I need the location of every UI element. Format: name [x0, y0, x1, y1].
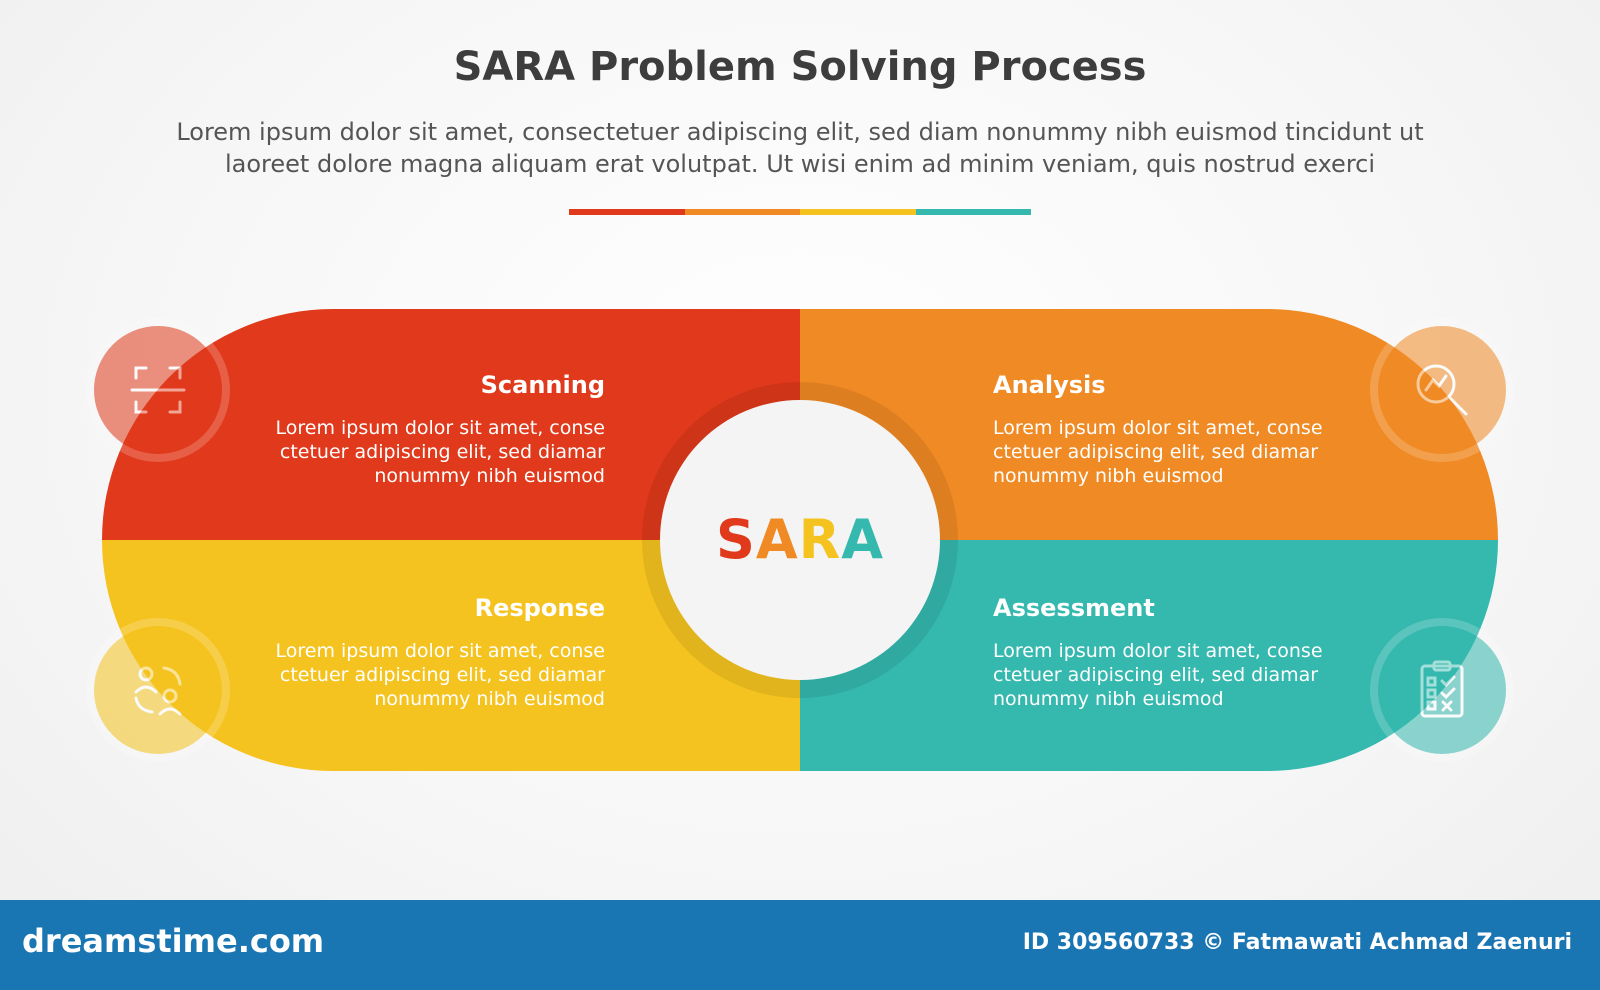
quadrant-analysis-title: Analysis	[993, 371, 1106, 399]
divider-segment-yellow	[800, 209, 916, 215]
sara-letter-s: S	[715, 508, 756, 571]
response-line-1: Lorem ipsum dolor sit amet, conse	[275, 640, 605, 662]
divider-segment-orange	[684, 209, 800, 215]
analysis-line-3: nonummy nibh euismod	[993, 465, 1224, 487]
page-title: SARA Problem Solving Process	[453, 44, 1147, 90]
quadrant-response-title: Response	[474, 594, 605, 622]
quadrant-scanning-title: Scanning	[480, 371, 605, 399]
sara-letter-r: R	[798, 508, 842, 571]
divider-segment-red	[569, 209, 685, 215]
assessment-line-3: nonummy nibh euismod	[993, 688, 1224, 710]
analysis-line-1: Lorem ipsum dolor sit amet, conse	[993, 417, 1323, 439]
response-line-2: ctetuer adipiscing elit, sed diamar	[279, 664, 605, 686]
scanning-line-3: nonummy nibh euismod	[374, 465, 605, 487]
scan-frame-icon	[94, 326, 222, 454]
page-subtitle: Lorem ipsum dolor sit amet, consectetuer…	[120, 116, 1480, 180]
quadrant-analysis-text: Lorem ipsum dolor sit amet, conse ctetue…	[993, 416, 1353, 488]
footer-brand: dreamstime.com	[22, 922, 325, 960]
center-circle	[660, 400, 940, 680]
response-line-3: nonummy nibh euismod	[374, 688, 605, 710]
subtitle-line-2: laoreet dolore magna aliquam erat volutp…	[224, 150, 1376, 178]
scanning-line-2: ctetuer adipiscing elit, sed diamar	[279, 441, 605, 463]
quadrant-response-text: Lorem ipsum dolor sit amet, conse ctetue…	[245, 639, 605, 711]
footer-credit: ID 309560733 © Fatmawati Achmad Zaenuri	[1022, 930, 1572, 955]
scanning-line-1: Lorem ipsum dolor sit amet, conse	[275, 417, 605, 439]
clipboard-checklist-icon	[1378, 626, 1506, 754]
assessment-line-2: ctetuer adipiscing elit, sed diamar	[993, 664, 1319, 686]
sara-diagram	[102, 309, 1498, 771]
analysis-line-2: ctetuer adipiscing elit, sed diamar	[993, 441, 1319, 463]
title-divider	[569, 209, 1031, 215]
quadrant-scanning-text: Lorem ipsum dolor sit amet, conse ctetue…	[245, 416, 605, 488]
people-exchange-icon	[94, 626, 222, 754]
quadrant-assessment-title: Assessment	[993, 594, 1155, 622]
sara-letter-a1: A	[755, 508, 799, 571]
magnifier-graph-icon	[1378, 326, 1506, 454]
subtitle-line-1: Lorem ipsum dolor sit amet, consectetuer…	[176, 118, 1424, 146]
assessment-line-1: Lorem ipsum dolor sit amet, conse	[993, 640, 1323, 662]
sara-letter-a2: A	[841, 508, 885, 571]
center-sara-word: SARA	[660, 508, 940, 571]
footer-bar: dreamstime.com ID 309560733 © Fatmawati …	[0, 900, 1600, 990]
quadrant-assessment-text: Lorem ipsum dolor sit amet, conse ctetue…	[993, 639, 1353, 711]
divider-segment-teal	[915, 209, 1031, 215]
